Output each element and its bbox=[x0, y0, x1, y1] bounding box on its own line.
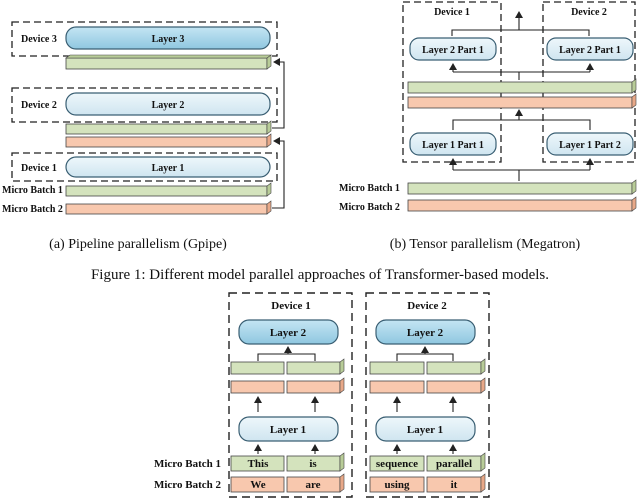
layer-2-part-device1-label: Layer 2 Part 1 bbox=[422, 45, 484, 56]
hidden-orange-c2b bbox=[426, 380, 482, 394]
arrow-mb-to-layer1 bbox=[272, 137, 285, 209]
device-3-label: Device 3 bbox=[21, 34, 57, 45]
panel-c-sequence: Device 1 Device 2 Layer 2 Layer 1 This i… bbox=[154, 292, 490, 498]
micro-batch-1-label-b: Micro Batch 1 bbox=[339, 183, 400, 194]
device-1-label: Device 1 bbox=[21, 163, 57, 174]
activation-bar-layer3 bbox=[65, 57, 268, 70]
token-box-we bbox=[230, 476, 285, 493]
micro-batch-1-label-a: Micro Batch 1 bbox=[2, 185, 63, 196]
device-2-box-c bbox=[365, 292, 490, 498]
tensor-bar-orange-mid bbox=[407, 96, 633, 109]
token-sequence: sequence bbox=[376, 458, 418, 470]
layer-1-label-c2: Layer 1 bbox=[407, 424, 443, 436]
hidden-orange-c1a bbox=[230, 380, 285, 394]
token-parallel: parallel bbox=[436, 458, 472, 470]
micro-batch-2-label-a: Micro Batch 2 bbox=[2, 204, 63, 215]
token-box-using bbox=[369, 476, 425, 493]
layer-1-block bbox=[65, 156, 271, 178]
device-2-label-b: Device 2 bbox=[571, 7, 607, 18]
device-1-label-b: Device 1 bbox=[434, 7, 470, 18]
micro-batch-1-bar-b bbox=[407, 182, 633, 195]
layer-2-block-c1 bbox=[238, 319, 339, 345]
panel-b-tensor: Device 1 Device 2 Layer 2 Part 1 Layer 2… bbox=[339, 1, 637, 252]
token-it: it bbox=[451, 479, 458, 491]
token-using: using bbox=[384, 479, 410, 491]
device-1-label-c: Device 1 bbox=[271, 300, 310, 312]
layer-3-block bbox=[65, 26, 271, 50]
device-2-box bbox=[11, 87, 278, 123]
micro-batch-1-bar-a bbox=[65, 185, 268, 197]
layer-2-part-device2-label: Layer 2 Part 1 bbox=[559, 45, 621, 56]
layer-3-label: Layer 3 bbox=[152, 34, 185, 45]
token-we: We bbox=[250, 479, 265, 491]
layer-2-block-c2 bbox=[375, 319, 476, 345]
figure-caption: Figure 1: Different model parallel appro… bbox=[91, 267, 549, 283]
token-box-this bbox=[230, 455, 285, 472]
layer-1-part-device2-label: Layer 1 Part 2 bbox=[559, 140, 621, 151]
layer-1-label: Layer 1 bbox=[152, 163, 185, 174]
micro-batch-1-label-c: Micro Batch 1 bbox=[154, 458, 221, 470]
hidden-orange-c1b bbox=[286, 380, 341, 394]
token-is: is bbox=[309, 458, 317, 470]
device-1-box bbox=[11, 152, 278, 182]
device-2-label-c: Device 2 bbox=[407, 300, 447, 312]
layer-1-part-device1 bbox=[409, 132, 497, 156]
layer-2-part-device2 bbox=[546, 37, 634, 61]
caption-a: (a) Pipeline parallelism (Gpipe) bbox=[49, 237, 227, 252]
hidden-green-c1b bbox=[286, 361, 341, 375]
panel-a-pipeline: Device 3 Layer 3 Device 2 Layer 2 Device… bbox=[2, 21, 285, 252]
micro-batch-2-bar-b bbox=[407, 199, 633, 212]
layer-1-label-c1: Layer 1 bbox=[270, 424, 306, 436]
hidden-green-c2a bbox=[369, 361, 425, 375]
layer-2-block bbox=[65, 92, 271, 116]
token-are: are bbox=[305, 479, 320, 491]
hidden-green-c1a bbox=[230, 361, 285, 375]
layer-2-part-device1 bbox=[409, 37, 497, 61]
token-this: This bbox=[248, 458, 270, 470]
layer-2-label-c2: Layer 2 bbox=[407, 327, 444, 339]
layer-1-block-c1 bbox=[238, 416, 339, 442]
layer-2-label: Layer 2 bbox=[152, 100, 185, 111]
activation-bar-orange-mid bbox=[65, 136, 268, 148]
token-box-sequence bbox=[369, 455, 425, 472]
hidden-green-c2b bbox=[426, 361, 482, 375]
layer-1-block-c2 bbox=[375, 416, 476, 442]
device-2-label: Device 2 bbox=[21, 100, 57, 111]
tensor-bar-green-mid bbox=[407, 81, 633, 94]
activation-bar-green-mid bbox=[65, 123, 268, 135]
caption-b: (b) Tensor parallelism (Megatron) bbox=[390, 237, 581, 252]
micro-batch-2-label-b: Micro Batch 2 bbox=[339, 202, 400, 213]
layer-1-part-device1-label: Layer 1 Part 1 bbox=[422, 140, 484, 151]
layer-2-label-c1: Layer 2 bbox=[270, 327, 307, 339]
hidden-orange-c2a bbox=[369, 380, 425, 394]
arrow-layer2-to-layer3 bbox=[272, 58, 285, 129]
device-1-box-c bbox=[228, 292, 353, 498]
micro-batch-2-bar-a bbox=[65, 203, 268, 215]
micro-batch-2-label-c: Micro Batch 2 bbox=[154, 479, 222, 491]
layer-1-part-device2 bbox=[546, 132, 634, 156]
